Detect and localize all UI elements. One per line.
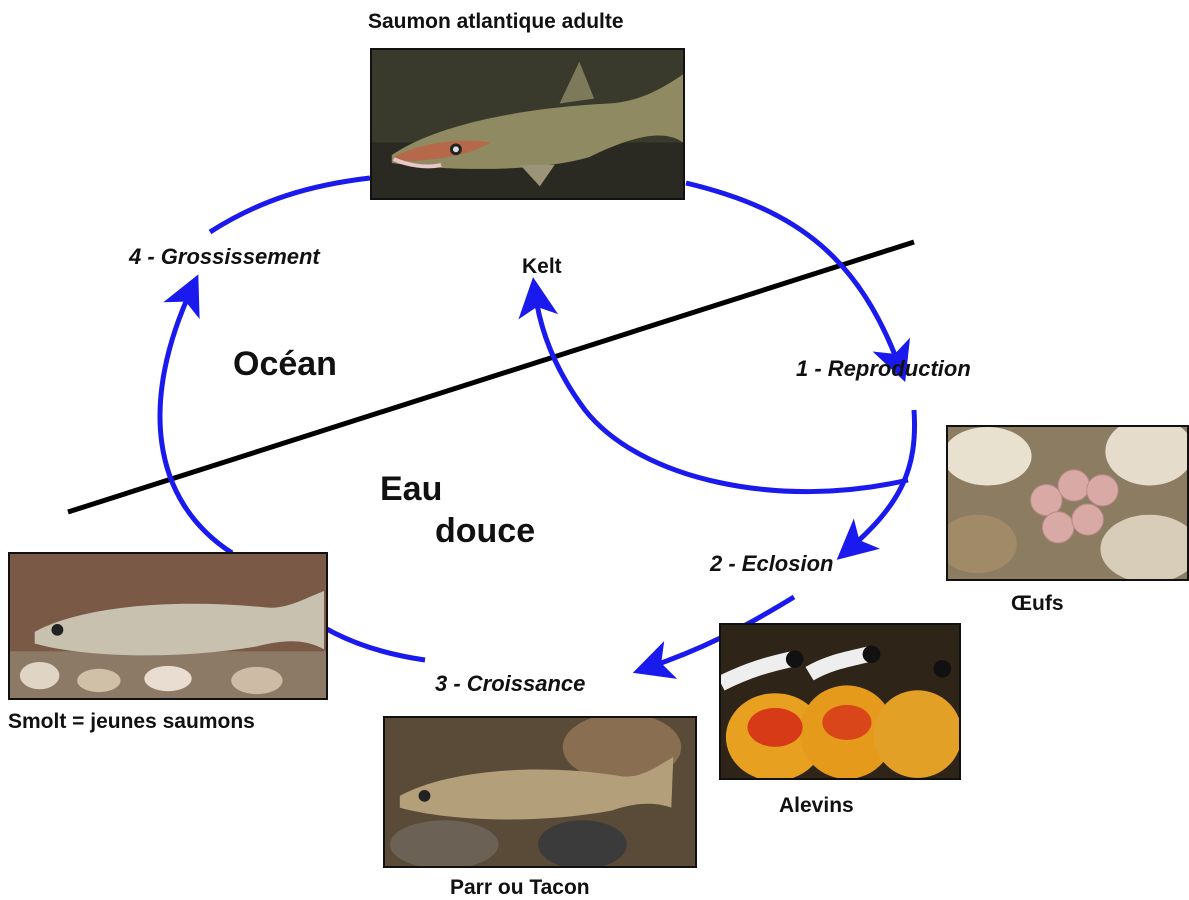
smolt-caption: Smolt = jeunes saumons — [8, 710, 255, 734]
step-eclosion: 2 - Eclosion — [710, 551, 833, 577]
adult-salmon-caption: Saumon atlantique adulte — [368, 10, 624, 34]
step-grossissement: 4 - Grossissement — [129, 244, 320, 270]
step-reproduction: 1 - Reproduction — [796, 356, 971, 382]
zone-ocean: Océan — [233, 345, 337, 384]
smolt-photo — [8, 552, 328, 700]
eggs-photo — [946, 425, 1189, 581]
zone-freshwater-line1: Eau — [380, 470, 442, 509]
zone-freshwater-line2: douce — [435, 512, 535, 551]
ocean-freshwater-divider — [68, 242, 914, 512]
parr-photo — [383, 716, 697, 868]
arrow-croissance-to-smolt — [325, 628, 425, 660]
eggs-caption: Œufs — [1011, 592, 1064, 616]
arrow-spawn-to-kelt — [535, 292, 908, 492]
step-croissance: 3 - Croissance — [435, 671, 585, 697]
alevins-caption: Alevins — [779, 794, 854, 818]
arrow-grossissement-to-adult — [210, 178, 370, 232]
parr-caption: Parr ou Tacon — [450, 876, 590, 900]
kelt-label: Kelt — [522, 255, 562, 279]
alevins-photo — [719, 623, 961, 780]
adult-salmon-photo — [370, 48, 685, 200]
arrow-adult-to-reproduction — [686, 183, 900, 368]
arrow-smolt-to-grossissement — [160, 288, 232, 553]
